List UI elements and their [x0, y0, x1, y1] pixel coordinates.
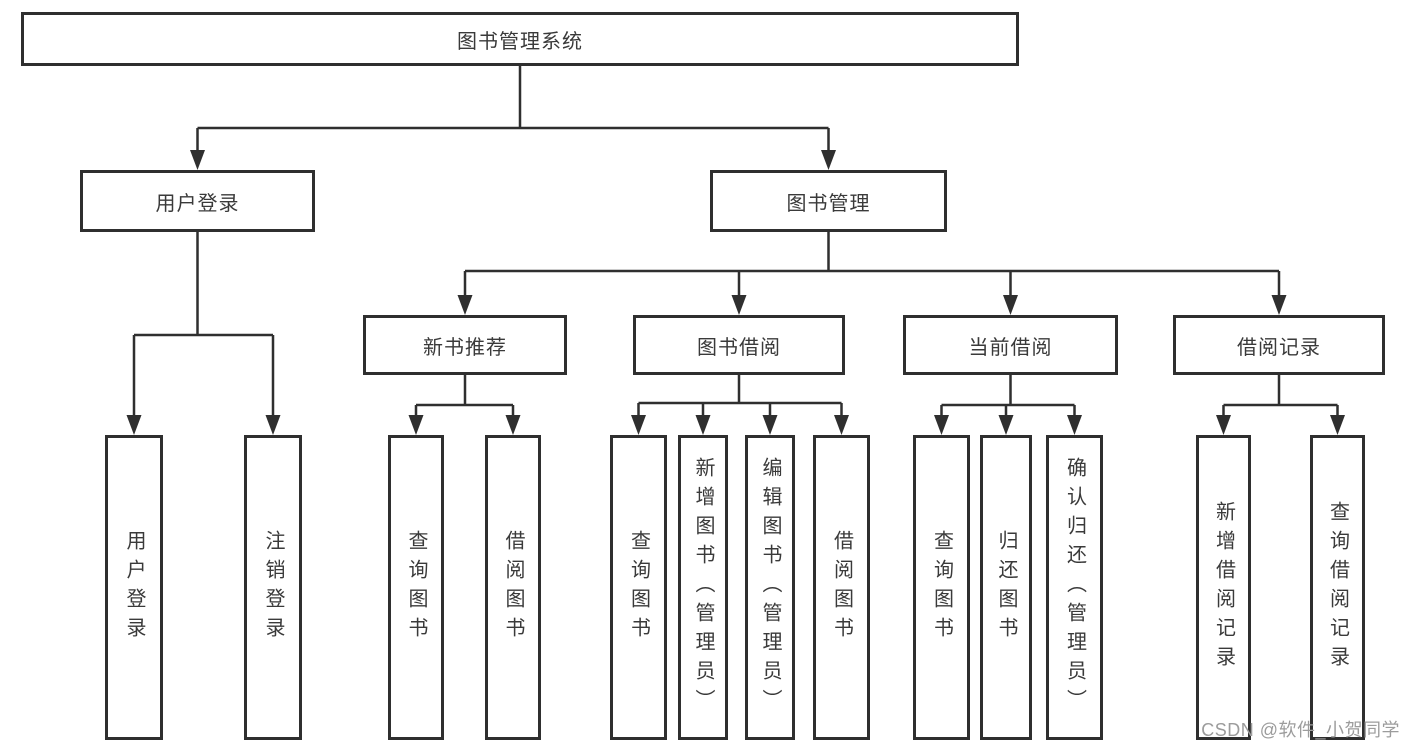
- leaf-label: 查询图书: [627, 529, 650, 646]
- watermark: CSDN @软件_小贺同学: [1201, 720, 1400, 740]
- node-book-borrowing-label: 图书借阅: [697, 336, 781, 359]
- node-borrowing-records-label: 借阅记录: [1237, 336, 1321, 359]
- leaf-label: 新增借阅记录: [1212, 500, 1235, 675]
- node-root: 图书管理系统: [21, 12, 1019, 66]
- leaf-borrow-books-recommend: 借阅图书: [485, 435, 541, 740]
- leaf-query-borrow-record: 查询借阅记录: [1310, 435, 1365, 740]
- node-new-book-recommend: 新书推荐: [363, 315, 567, 375]
- leaf-query-books-recommend: 查询图书: [388, 435, 444, 740]
- leaf-user-login: 用户登录: [105, 435, 163, 740]
- leaf-borrow-books-borrow: 借阅图书: [813, 435, 870, 740]
- leaf-label: 借阅图书: [502, 529, 524, 646]
- leaf-label: 注销登录: [262, 529, 284, 646]
- leaf-label: 编辑图书（管理员）: [759, 457, 781, 718]
- leaf-label: 确认归还（管理员）: [1063, 457, 1086, 718]
- node-book-management: 图书管理: [710, 170, 947, 232]
- leaf-logout: 注销登录: [244, 435, 302, 740]
- leaf-label: 用户登录: [123, 529, 145, 646]
- leaf-query-books-current: 查询图书: [913, 435, 970, 740]
- leaf-return-book: 归还图书: [980, 435, 1032, 740]
- node-borrowing-records: 借阅记录: [1173, 315, 1385, 375]
- leaf-label: 借阅图书: [830, 529, 853, 646]
- leaf-label: 查询借阅记录: [1326, 500, 1349, 675]
- leaf-label: 查询图书: [405, 529, 427, 646]
- leaf-confirm-return-admin: 确认归还（管理员）: [1046, 435, 1103, 740]
- node-user-login-label: 用户登录: [155, 192, 240, 215]
- leaf-label: 新增图书（管理员）: [692, 457, 714, 718]
- connector-paths: [132, 66, 1339, 419]
- node-root-label: 图书管理系统: [457, 30, 583, 53]
- node-book-management-label: 图书管理: [786, 192, 871, 215]
- leaf-query-books-borrow: 查询图书: [610, 435, 667, 740]
- node-user-login: 用户登录: [80, 170, 315, 232]
- leaf-label: 归还图书: [995, 529, 1017, 646]
- arrowheads: [126, 150, 1345, 435]
- leaf-label: 查询图书: [930, 529, 953, 646]
- leaf-edit-book-admin: 编辑图书（管理员）: [745, 435, 795, 740]
- leaf-add-borrow-record: 新增借阅记录: [1196, 435, 1251, 740]
- node-current-borrowing-label: 当前借阅: [968, 336, 1053, 359]
- leaf-add-book-admin: 新增图书（管理员）: [678, 435, 728, 740]
- node-current-borrowing: 当前借阅: [903, 315, 1118, 375]
- node-book-borrowing: 图书借阅: [633, 315, 845, 375]
- node-new-book-recommend-label: 新书推荐: [423, 336, 507, 359]
